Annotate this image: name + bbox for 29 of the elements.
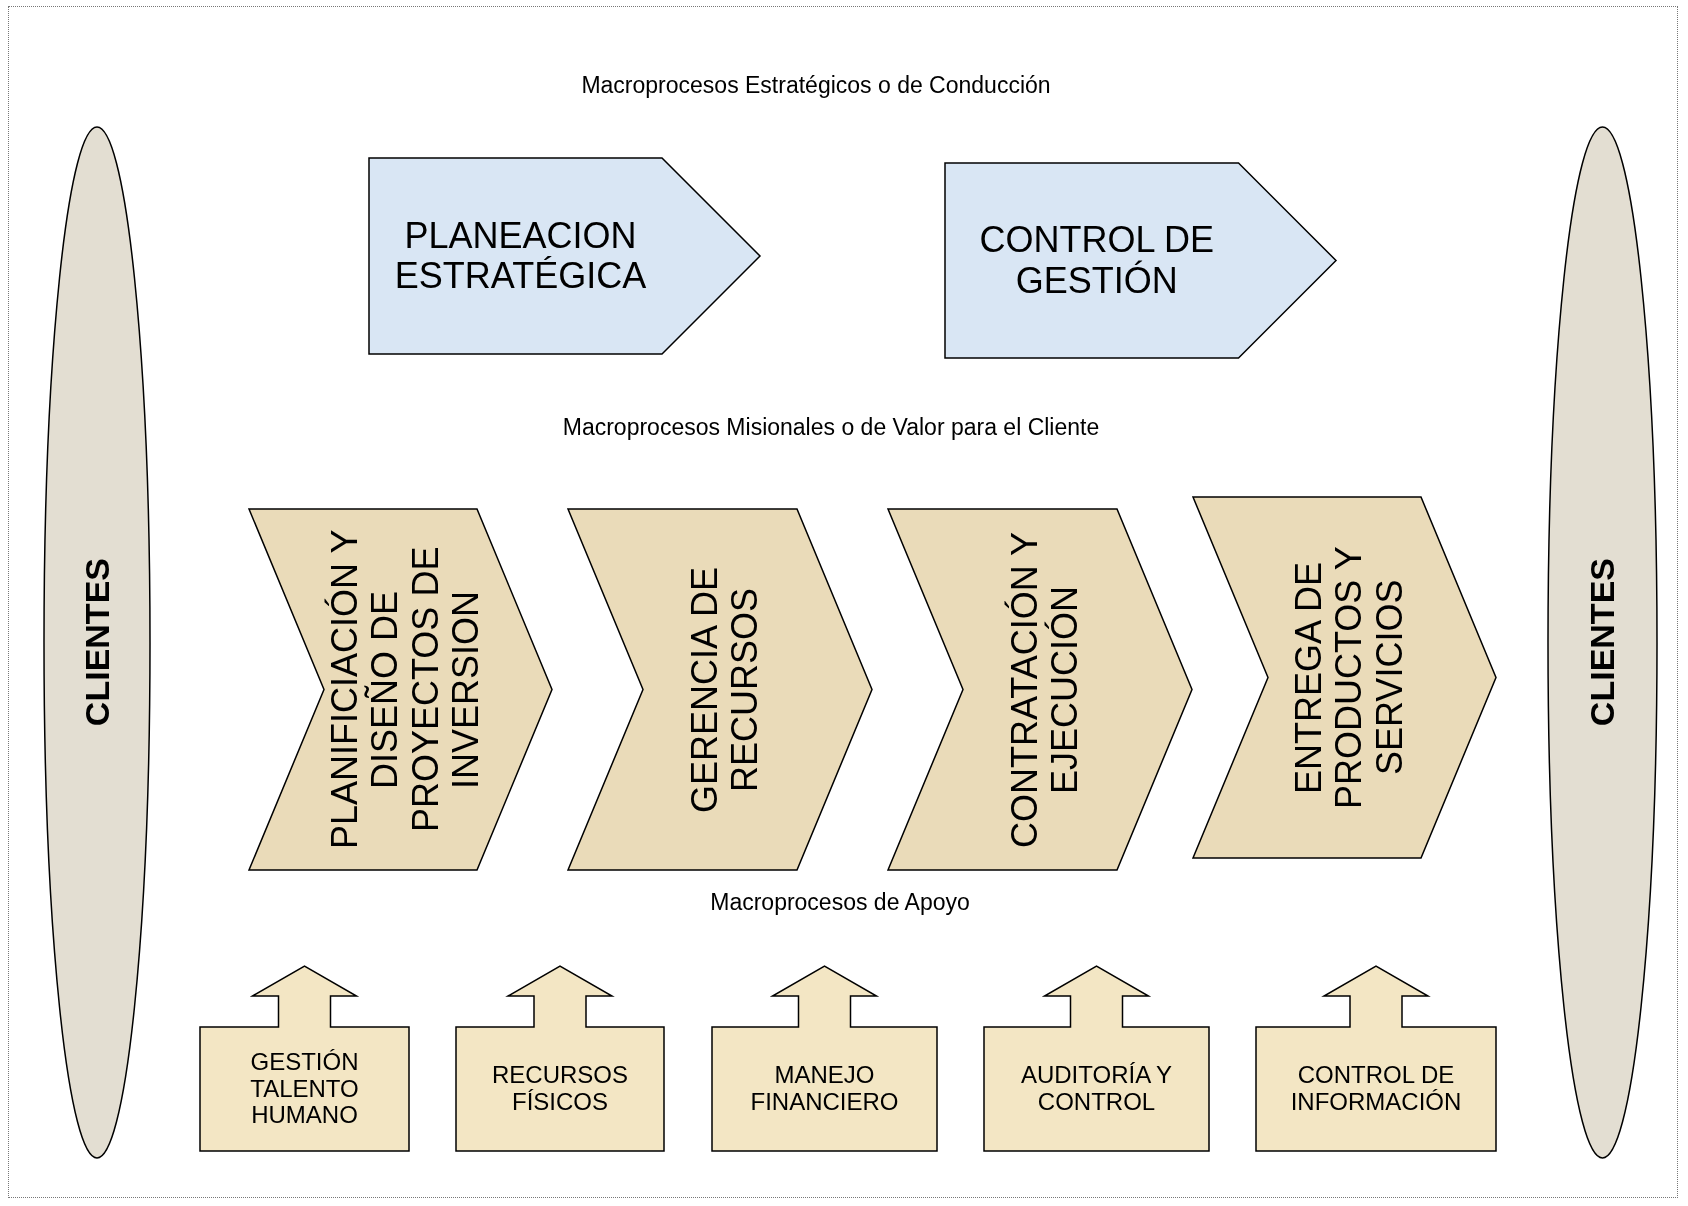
support-process-box: [984, 966, 1209, 1151]
strategic-process-step: [369, 158, 760, 354]
process-label: CONTROL DE GESTIÓN: [978, 220, 1216, 301]
process-label: AUDITORÍA Y CONTROL: [1019, 1062, 1174, 1116]
section-heading: Macroprocesos Estratégicos o de Conducción: [581, 72, 1051, 99]
strategic-process-step: [945, 163, 1336, 358]
process-label: GERENCIA DE RECURSOS: [684, 565, 766, 815]
support-process-box: [1256, 966, 1496, 1151]
section-heading: Macroprocesos Misionales o de Valor para el Cliente: [562, 414, 1100, 441]
process-label: ENTREGA DE PRODUCTOS Y SERVICIOS: [1289, 545, 1410, 811]
client-ellipse: [43, 126, 151, 1159]
process-label: CONTRATACIÓN Y EJECUCIÓN: [1004, 530, 1086, 850]
process-label: PLANEACION ESTRATÉGICA: [393, 215, 648, 297]
process-label: CONTROL DE INFORMACIÓN: [1289, 1062, 1463, 1116]
section-heading: Macroprocesos de Apoyo: [710, 889, 970, 916]
mission-process-step: [568, 509, 872, 870]
process-label: MANEJO FINANCIERO: [749, 1062, 900, 1116]
process-label: GESTIÓN TALENTO HUMANO: [249, 1048, 360, 1130]
client-ellipse: [1547, 126, 1658, 1159]
mission-process-step: [888, 509, 1192, 870]
support-process-box: [456, 966, 664, 1151]
process-label: RECURSOS FÍSICOS: [491, 1062, 629, 1116]
client-label: CLIENTES: [77, 558, 117, 727]
client-label: CLIENTES: [1583, 558, 1622, 727]
process-label: PLANIFICIACIÓN Y DISEÑO DE PROYECTOS DE INVERSION: [324, 528, 487, 852]
mission-process-step: [1193, 497, 1496, 858]
support-process-box: [200, 966, 409, 1151]
mission-process-step: [249, 509, 552, 870]
support-process-box: [712, 966, 937, 1151]
